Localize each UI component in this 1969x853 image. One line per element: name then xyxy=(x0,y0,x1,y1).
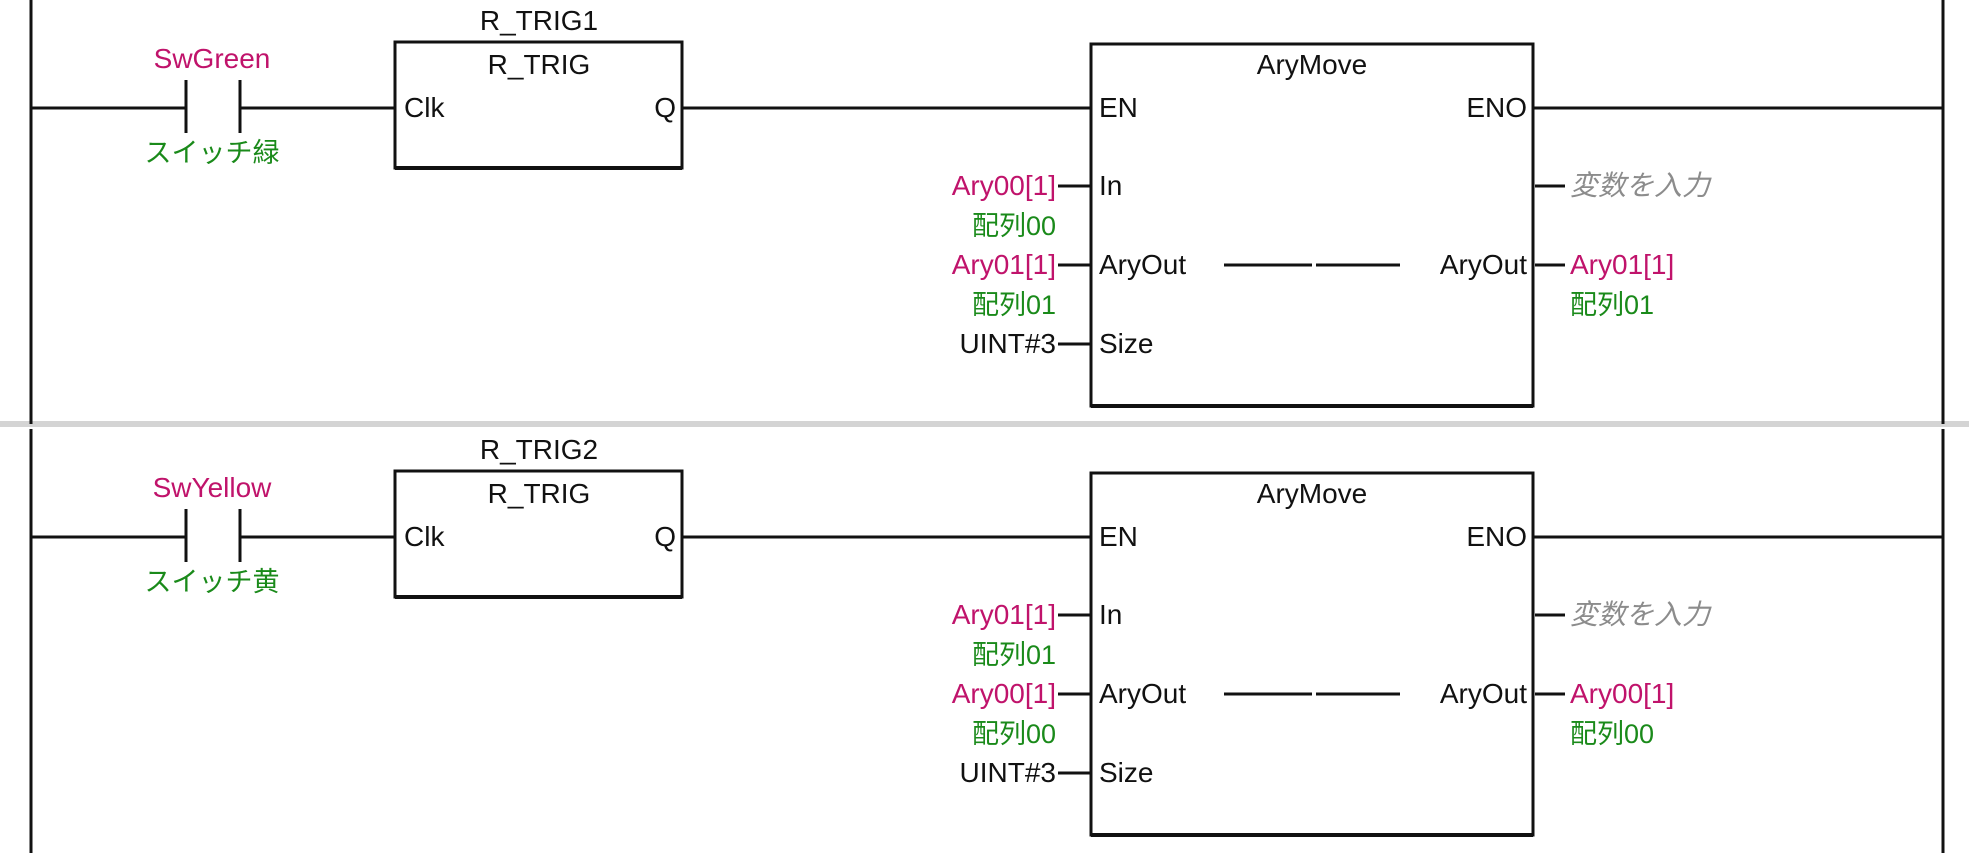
rung-wiring xyxy=(29,0,1945,424)
pin-q: Q xyxy=(654,521,676,552)
output-variable-placeholder[interactable]: 変数を入力 xyxy=(1570,599,1711,630)
input-pin-aryout: AryOut xyxy=(1099,249,1187,280)
input-comment: 配列00 xyxy=(971,211,1056,241)
input-pin-in: In xyxy=(1099,599,1123,630)
block-type: AryMove xyxy=(1256,49,1368,80)
output-variable[interactable]: Ary00[1] xyxy=(1570,678,1675,709)
input-pin-aryout: AryOut xyxy=(1099,678,1187,709)
trigger-instance-name[interactable]: R_TRIG1 xyxy=(479,5,599,36)
trigger-type: R_TRIG xyxy=(487,478,591,509)
arymove-block[interactable] xyxy=(1089,471,1535,837)
output-pin-aryout: AryOut xyxy=(1439,249,1527,280)
input-variable[interactable]: Ary01[1] xyxy=(951,249,1056,280)
input-pin-in: In xyxy=(1099,170,1123,201)
output-comment: 配列01 xyxy=(1570,290,1655,320)
input-variable[interactable]: Ary00[1] xyxy=(951,170,1056,201)
input-comment: 配列00 xyxy=(971,719,1056,749)
contact-variable[interactable]: SwYellow xyxy=(152,472,272,503)
pin-en: EN xyxy=(1099,92,1138,123)
trigger-instance-name[interactable]: R_TRIG2 xyxy=(479,434,599,465)
pin-q: Q xyxy=(654,92,676,123)
r-trig-block[interactable] xyxy=(393,469,684,599)
output-pin-aryout: AryOut xyxy=(1439,678,1527,709)
input-comment: 配列01 xyxy=(971,290,1056,320)
input-comment: 配列01 xyxy=(971,640,1056,670)
input-variable[interactable]: Ary01[1] xyxy=(951,599,1056,630)
block-type: AryMove xyxy=(1256,478,1368,509)
rung-separator xyxy=(0,421,1969,427)
arymove-block[interactable] xyxy=(1089,42,1535,408)
pin-clk: Clk xyxy=(404,521,445,552)
input-pin-size: Size xyxy=(1099,328,1154,359)
input-variable[interactable]: Ary00[1] xyxy=(951,678,1056,709)
r-trig-block[interactable] xyxy=(393,40,684,170)
pin-en: EN xyxy=(1099,521,1138,552)
input-variable[interactable]: UINT#3 xyxy=(959,757,1056,788)
output-variable-placeholder[interactable]: 変数を入力 xyxy=(1570,170,1711,201)
output-variable[interactable]: Ary01[1] xyxy=(1570,249,1675,280)
trigger-type: R_TRIG xyxy=(487,49,591,80)
input-variable[interactable]: UINT#3 xyxy=(959,328,1056,359)
contact-comment: スイッチ緑 xyxy=(144,138,280,168)
rung-wiring xyxy=(29,429,1945,853)
input-pin-size: Size xyxy=(1099,757,1154,788)
pin-eno: ENO xyxy=(1466,521,1527,552)
contact-comment: スイッチ黄 xyxy=(144,567,280,597)
output-comment: 配列00 xyxy=(1570,719,1655,749)
pin-clk: Clk xyxy=(404,92,445,123)
pin-eno: ENO xyxy=(1466,92,1527,123)
contact-variable[interactable]: SwGreen xyxy=(153,43,271,74)
